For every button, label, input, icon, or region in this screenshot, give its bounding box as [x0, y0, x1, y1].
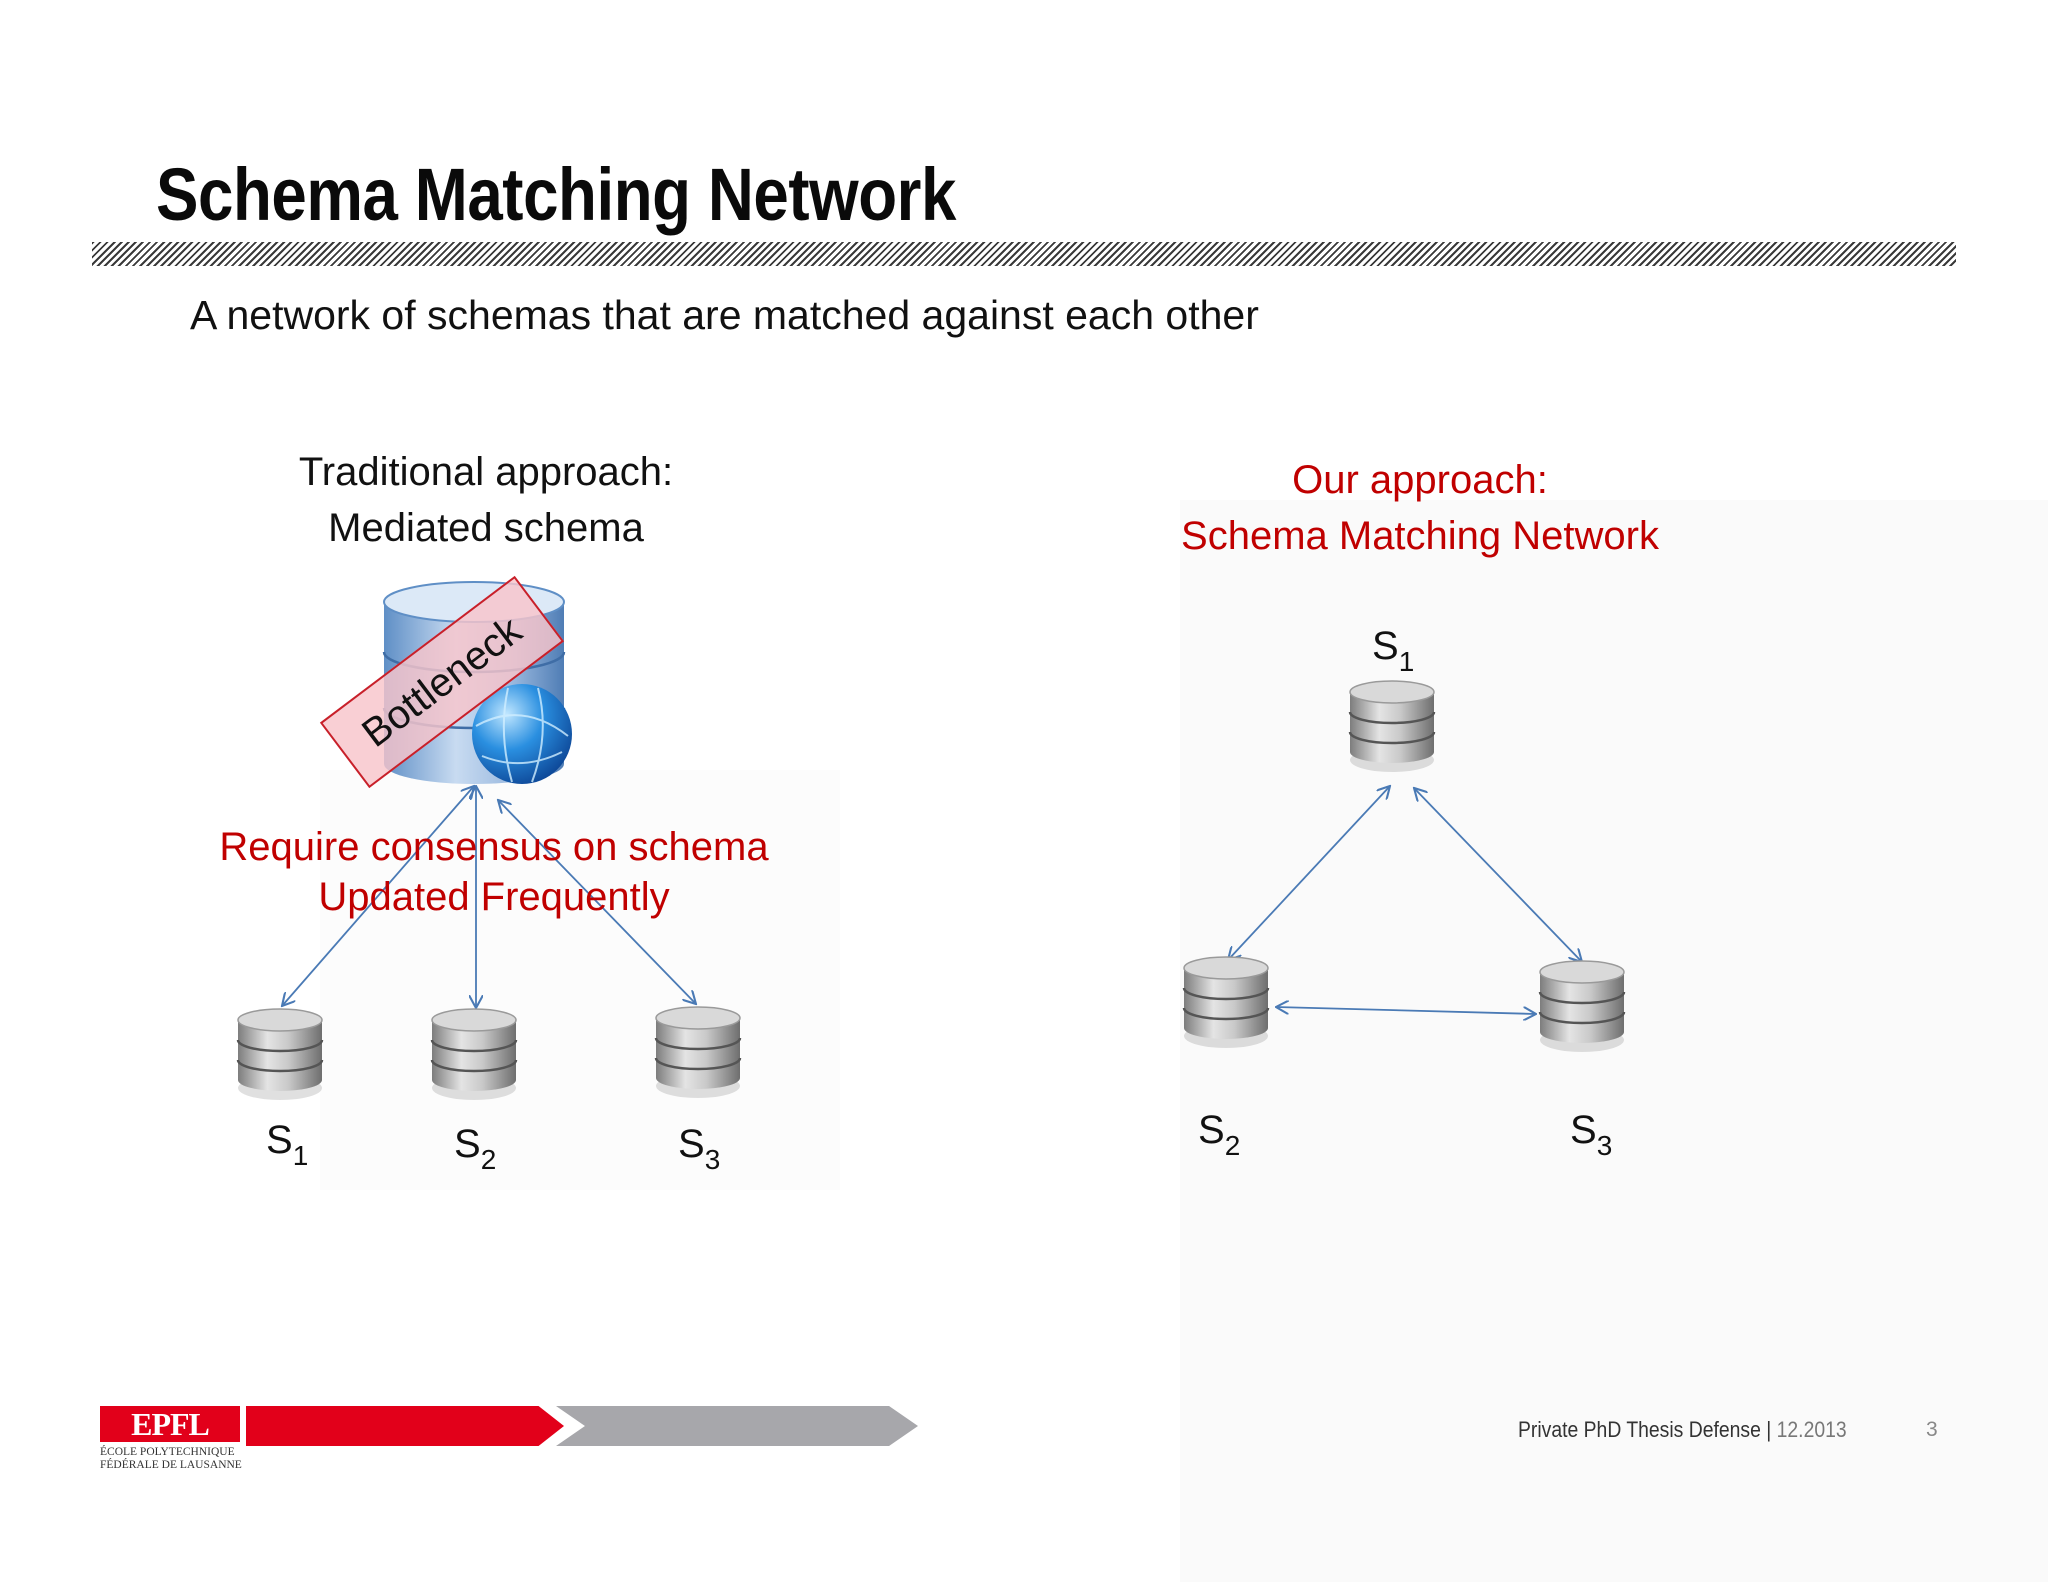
footer-event: Private PhD Thesis Defense | 12.2013	[1518, 1417, 1847, 1443]
footer-red-arrow-bar	[246, 1406, 564, 1446]
epfl-logo-text: EPFL	[131, 1405, 210, 1442]
page-number: 3	[1926, 1418, 1938, 1441]
slide-title: Schema Matching Network	[156, 153, 956, 236]
epfl-sub-line1: ÉCOLE POLYTECHNIQUE	[100, 1446, 235, 1458]
epfl-logo-subtitle: ÉCOLE POLYTECHNIQUE FÉDÉRALE DE LAUSANNE	[100, 1446, 242, 1472]
right-s1-label: S1	[1372, 624, 1414, 678]
left-arrows	[282, 786, 696, 1008]
right-arrows	[1228, 786, 1582, 1014]
footer-event-name: Private PhD Thesis Defense	[1518, 1417, 1761, 1442]
title-divider	[92, 242, 1956, 266]
right-s2-letter: S	[1198, 1108, 1225, 1152]
left-s3-label: S3	[678, 1122, 720, 1176]
left-note-line1: Require consensus on schema	[219, 825, 769, 869]
footer-date: 12.2013	[1776, 1417, 1847, 1442]
right-s2-index: 2	[1224, 1130, 1241, 1161]
right-s3-database-icon	[1538, 959, 1626, 1054]
globe-icon	[472, 684, 572, 784]
right-s2-database-icon	[1182, 955, 1270, 1050]
right-heading-line2: Schema Matching Network	[1181, 514, 1659, 558]
footer-grey-arrow-bar	[556, 1406, 918, 1446]
right-s3-label: S3	[1570, 1108, 1612, 1162]
footer-separator: |	[1766, 1417, 1772, 1442]
left-s1-letter: S	[266, 1118, 293, 1162]
left-s2-label: S2	[454, 1122, 496, 1176]
left-note-line2: Updated Frequently	[318, 875, 670, 919]
left-s3-letter: S	[678, 1122, 705, 1166]
left-s2-index: 2	[480, 1144, 497, 1175]
right-s1-database-icon	[1348, 679, 1436, 774]
left-s1-database-icon	[236, 1007, 324, 1102]
left-s3-database-icon	[654, 1005, 742, 1100]
left-s2-database-icon	[430, 1007, 518, 1102]
left-heading-line1: Traditional approach:	[298, 450, 674, 494]
left-s1-label: S1	[266, 1118, 308, 1172]
left-heading: Traditional approach: Mediated schema	[236, 444, 736, 556]
right-s2-label: S2	[1198, 1108, 1240, 1162]
right-s3-letter: S	[1570, 1108, 1597, 1152]
right-heading: Our approach: Schema Matching Network	[1120, 452, 1720, 564]
left-s2-letter: S	[454, 1122, 481, 1166]
left-s3-index: 3	[704, 1144, 721, 1175]
slide-subtitle: A network of schemas that are matched ag…	[190, 292, 1259, 338]
left-s1-index: 1	[292, 1140, 309, 1171]
right-s3-index: 3	[1596, 1130, 1613, 1161]
right-s1-letter: S	[1372, 624, 1399, 668]
left-note: Require consensus on schema Updated Freq…	[194, 822, 794, 922]
left-heading-line2: Mediated schema	[328, 506, 644, 550]
epfl-sub-line2: FÉDÉRALE DE LAUSANNE	[100, 1459, 242, 1471]
right-heading-line1: Our approach:	[1292, 458, 1548, 502]
epfl-logo: EPFL	[100, 1406, 240, 1442]
right-s1-index: 1	[1398, 646, 1415, 677]
